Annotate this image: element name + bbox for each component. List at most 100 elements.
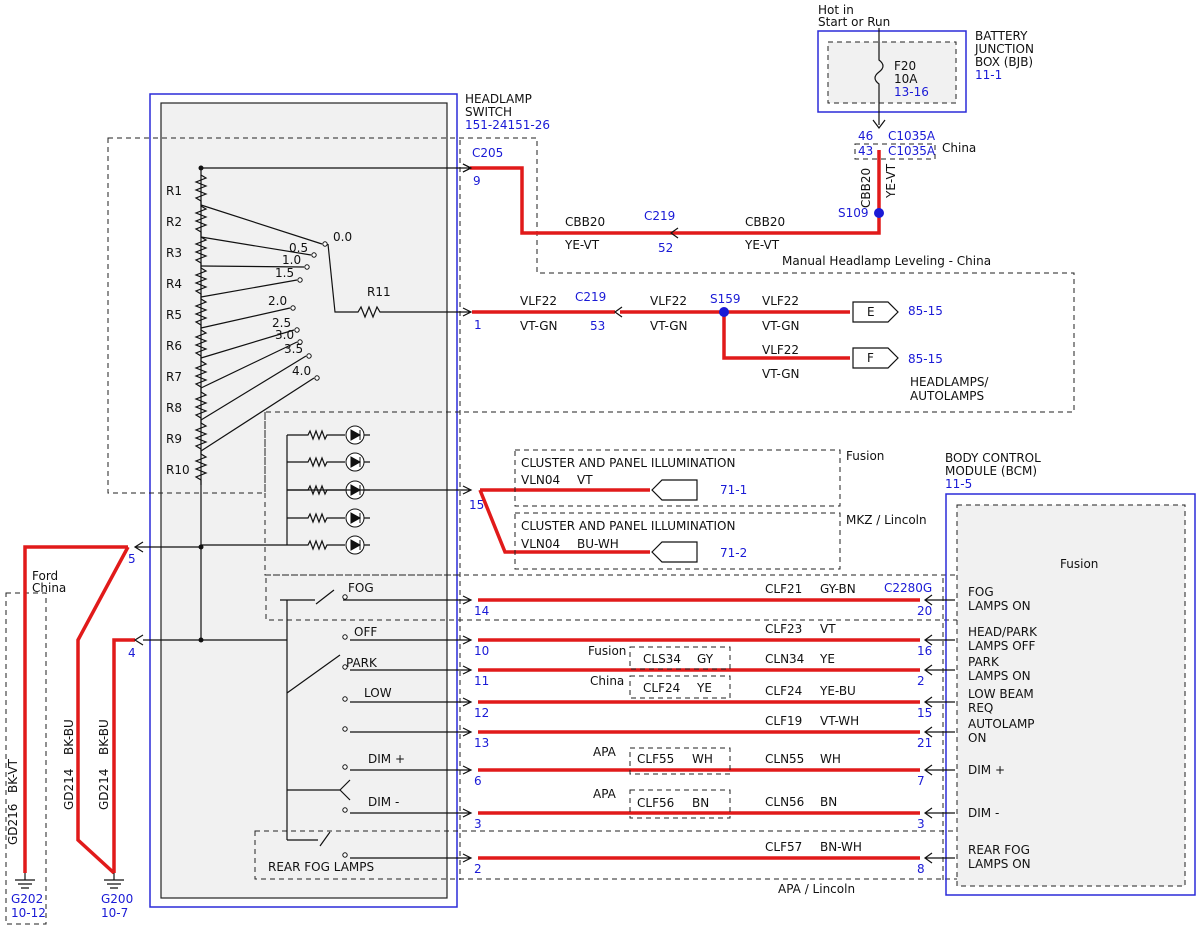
level-contact	[314, 375, 320, 381]
bcm-input-label: FOG	[968, 585, 994, 599]
svg-text:85-15: 85-15	[908, 304, 943, 318]
bcm-input	[923, 664, 955, 676]
svg-text:G200: G200	[101, 892, 133, 906]
svg-text:AUTOLAMPS: AUTOLAMPS	[910, 389, 984, 403]
circuit-color: YE	[819, 652, 835, 666]
svg-text:C2280G: C2280G	[884, 581, 932, 595]
circuit-code: CLF23	[765, 622, 802, 636]
svg-text:BOX (BJB): BOX (BJB)	[975, 55, 1033, 69]
svg-text:VT-GN: VT-GN	[762, 319, 799, 333]
circuit-code: CLF21	[765, 582, 802, 596]
resistor-label: R8	[166, 401, 182, 415]
svg-text:GD216: GD216	[6, 804, 20, 845]
svg-text:Fusion: Fusion	[846, 449, 884, 463]
svg-text:Fusion: Fusion	[588, 644, 626, 658]
svg-text:VT: VT	[577, 473, 593, 487]
switch-pin: 11	[474, 674, 489, 688]
svg-text:China: China	[32, 581, 66, 595]
svg-text:C219: C219	[575, 290, 606, 304]
svg-text:GD214: GD214	[97, 769, 111, 810]
svg-text:CBB20: CBB20	[745, 215, 785, 229]
switch-label: FOG	[348, 581, 374, 595]
switch-label: DIM -	[368, 795, 399, 809]
resistor-label: R5	[166, 308, 182, 322]
leveling-circuit: 9 CBB20 YE-VT C219 52 CBB20 YE-VT Manual…	[462, 150, 991, 268]
level-label: 0.5	[289, 241, 308, 255]
svg-text:S109: S109	[838, 206, 869, 220]
circuit-color: BN-WH	[820, 840, 862, 854]
svg-text:BODY CONTROL: BODY CONTROL	[945, 451, 1041, 465]
switch-contact	[342, 664, 348, 670]
svg-text:53: 53	[590, 319, 605, 333]
svg-text:71-1: 71-1	[720, 483, 747, 497]
bcm-input-label: LAMPS ON	[968, 857, 1031, 871]
bcm-pin: 3	[917, 817, 925, 831]
svg-text:10A: 10A	[894, 72, 918, 86]
svg-text:YE-VT: YE-VT	[884, 163, 898, 199]
circuit-color: VT-WH	[820, 714, 859, 728]
svg-text:E: E	[867, 305, 875, 319]
svg-text:China: China	[590, 674, 624, 688]
svg-text:43: 43	[858, 144, 873, 158]
level-label: 2.5	[272, 316, 291, 330]
level-label: 2.0	[268, 294, 287, 308]
bcm-input	[923, 594, 955, 606]
svg-text:15: 15	[469, 498, 484, 512]
level-tap	[200, 265, 305, 268]
circuit-color: VT	[820, 622, 836, 636]
svg-text:CLUSTER AND PANEL ILLUMINATION: CLUSTER AND PANEL ILLUMINATION	[521, 519, 735, 533]
circuit-color: YE-BU	[819, 684, 856, 698]
level-tap	[200, 204, 323, 245]
svg-text:F: F	[867, 351, 874, 365]
level-contact	[297, 339, 303, 345]
switch-label: REAR FOG LAMPS	[268, 860, 374, 874]
circuit-code: CLF24	[765, 684, 802, 698]
svg-text:BK-BU: BK-BU	[62, 719, 76, 755]
resistor-label: R9	[166, 432, 182, 446]
switch-pin: 3	[474, 817, 482, 831]
china-connector: 46 C1035A 43 C1035A China CBB20 YE-VT S1…	[838, 129, 976, 220]
diode-symbol	[350, 429, 362, 441]
resistor-label: R6	[166, 339, 182, 353]
svg-text:S159: S159	[710, 292, 741, 306]
bcm-input	[923, 634, 955, 646]
svg-text:YE-VT: YE-VT	[744, 238, 780, 252]
resistor-label: R2	[166, 215, 182, 229]
bcm-pin: 8	[917, 862, 925, 876]
svg-text:13-16: 13-16	[894, 85, 929, 99]
svg-text:CBB20: CBB20	[565, 215, 605, 229]
circuit-code: CLN34	[765, 652, 804, 666]
headlamp-switch: HEADLAMP SWITCH 151-24151-26 C205	[149, 92, 550, 908]
switch-contact	[342, 764, 348, 770]
svg-text:CLF24: CLF24	[643, 681, 680, 695]
svg-text:VLF22: VLF22	[762, 343, 799, 357]
switch-contact	[342, 807, 348, 813]
bcm-input	[923, 726, 955, 738]
svg-text:151-24151-26: 151-24151-26	[465, 118, 550, 132]
illumination-circuit: 15 Fusion MKZ / Lincoln CLUSTER AND PANE…	[201, 425, 927, 570]
circuit-lead	[350, 665, 473, 675]
svg-text:JUNCTION: JUNCTION	[974, 42, 1034, 56]
svg-text:APA / Lincoln: APA / Lincoln	[778, 882, 855, 896]
bcm-input-label: AUTOLAMP	[968, 717, 1035, 731]
svg-text:F20: F20	[894, 59, 916, 73]
level-contact	[297, 277, 303, 283]
level-label: 3.0	[275, 328, 294, 342]
circuit-lead	[350, 635, 473, 645]
switch-contact	[342, 634, 348, 640]
level-label: 4.0	[292, 364, 311, 378]
switch-pin: 13	[474, 736, 489, 750]
svg-text:C219: C219	[644, 209, 675, 223]
svg-text:VLN04: VLN04	[521, 473, 560, 487]
circuit-lead	[350, 808, 473, 818]
resistor-label: R4	[166, 277, 182, 291]
svg-text:APA: APA	[593, 745, 617, 759]
level-tap	[200, 279, 298, 298]
ground-circuits: Ford China 5 4 GD216 BK-VT GD214 BK-BU G…	[5, 175, 287, 925]
level-label: 1.0	[282, 253, 301, 267]
svg-text:C1035A: C1035A	[888, 144, 936, 158]
